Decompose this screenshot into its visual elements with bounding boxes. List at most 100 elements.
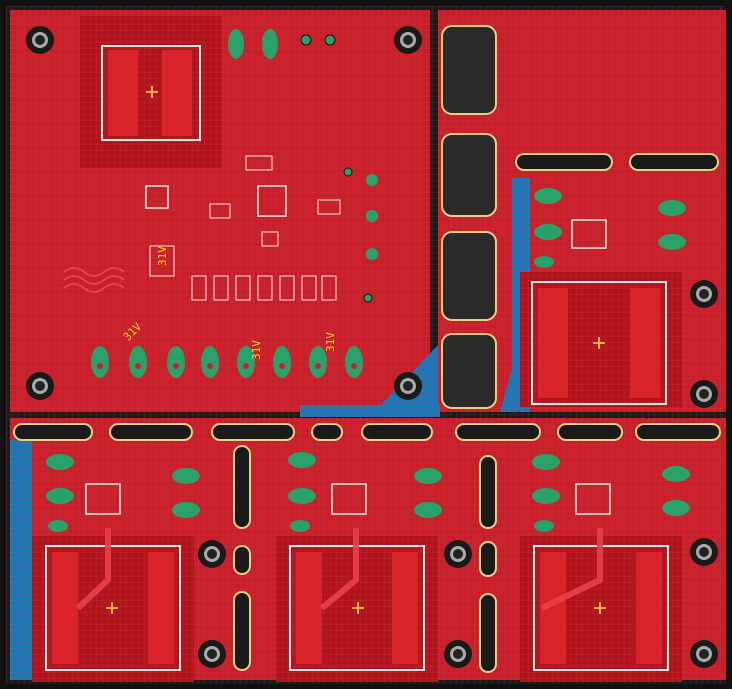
- connector-pad[interactable]: [414, 468, 442, 484]
- mounting-hole[interactable]: [198, 640, 226, 668]
- pad-hole: [315, 363, 321, 369]
- mounting-hole[interactable]: [690, 538, 718, 566]
- connector-pad[interactable]: [46, 454, 74, 470]
- small-via[interactable]: [324, 34, 336, 46]
- slot-pad[interactable]: [515, 153, 613, 171]
- ic-footprint: [571, 219, 607, 249]
- connector-pad[interactable]: [534, 520, 554, 532]
- connector-pad[interactable]: [532, 488, 560, 504]
- slot-pad[interactable]: [557, 423, 623, 441]
- slot-pad-vertical[interactable]: [233, 591, 251, 671]
- header-pad[interactable]: [129, 346, 147, 378]
- header-pad[interactable]: [201, 346, 219, 378]
- via-pad[interactable]: [366, 174, 378, 186]
- power-pad-1[interactable]: [441, 25, 497, 115]
- mounting-hole[interactable]: [690, 280, 718, 308]
- slot-pad[interactable]: [109, 423, 193, 441]
- smd-part: [245, 155, 273, 171]
- pad-hole: [97, 363, 103, 369]
- pad-hole: [243, 363, 249, 369]
- mounting-hole[interactable]: [26, 26, 54, 54]
- power-pad-2[interactable]: [441, 133, 497, 217]
- logo-wave: [63, 283, 125, 293]
- smd-part: [279, 275, 295, 301]
- connector-pad[interactable]: [658, 200, 686, 216]
- slot-pad[interactable]: [13, 423, 93, 441]
- connector-pad[interactable]: [532, 454, 560, 470]
- pad-hole: [351, 363, 357, 369]
- inductor-pad: [538, 288, 568, 398]
- center-mark: [106, 602, 118, 614]
- slot-pad[interactable]: [629, 153, 719, 171]
- connector-pad[interactable]: [172, 468, 200, 484]
- inductor-pad: [630, 288, 660, 398]
- smd-part: [149, 245, 175, 277]
- header-pad[interactable]: [345, 346, 363, 378]
- mounting-hole[interactable]: [444, 540, 472, 568]
- connector-pad[interactable]: [534, 256, 554, 268]
- header-pad[interactable]: [237, 346, 255, 378]
- smd-part: [235, 275, 251, 301]
- slot-pad[interactable]: [211, 423, 295, 441]
- header-pad[interactable]: [309, 346, 327, 378]
- mounting-hole[interactable]: [394, 372, 422, 400]
- connector-pad[interactable]: [534, 188, 562, 204]
- connector-pad[interactable]: [172, 502, 200, 518]
- slot-pad-vertical[interactable]: [233, 445, 251, 529]
- power-pad-3[interactable]: [441, 231, 497, 321]
- ic-footprint: [145, 185, 169, 209]
- connector-pad[interactable]: [658, 234, 686, 250]
- pad-hole: [207, 363, 213, 369]
- slot-pad[interactable]: [311, 423, 343, 441]
- connector-pad[interactable]: [662, 500, 690, 516]
- trace: [540, 528, 603, 611]
- inductor-pad: [162, 50, 192, 136]
- ic-footprint: [575, 483, 611, 515]
- slot-pad-vertical[interactable]: [233, 545, 251, 575]
- mounting-hole[interactable]: [394, 26, 422, 54]
- center-mark: [146, 86, 158, 98]
- inductor-outline-right: [531, 281, 667, 405]
- header-pad[interactable]: [273, 346, 291, 378]
- mounting-hole[interactable]: [690, 640, 718, 668]
- header-pad[interactable]: [167, 346, 185, 378]
- via-pad[interactable]: [366, 248, 378, 260]
- connector-pad[interactable]: [414, 502, 442, 518]
- logo-wave: [63, 275, 125, 285]
- mounting-hole[interactable]: [198, 540, 226, 568]
- inductor-outline-top: [101, 45, 201, 141]
- smd-part: [301, 275, 317, 301]
- connector-pad[interactable]: [290, 520, 310, 532]
- slot-pad[interactable]: [361, 423, 433, 441]
- pad-hole: [173, 363, 179, 369]
- header-pad[interactable]: [91, 346, 109, 378]
- header-pad[interactable]: [228, 29, 244, 59]
- center-mark: [594, 602, 606, 614]
- slot-pad-vertical[interactable]: [479, 455, 497, 529]
- connector-pad[interactable]: [288, 488, 316, 504]
- slot-pad[interactable]: [635, 423, 721, 441]
- small-via[interactable]: [343, 167, 353, 177]
- inductor-pad: [148, 552, 174, 664]
- small-via[interactable]: [300, 34, 312, 46]
- slot-pad-vertical[interactable]: [479, 541, 497, 577]
- connector-pad[interactable]: [534, 224, 562, 240]
- pad-hole: [279, 363, 285, 369]
- connector-pad[interactable]: [48, 520, 68, 532]
- trace: [75, 528, 111, 611]
- power-pad-4[interactable]: [441, 333, 497, 409]
- connector-pad[interactable]: [288, 452, 316, 468]
- slot-pad-vertical[interactable]: [479, 593, 497, 673]
- header-pad[interactable]: [262, 29, 278, 59]
- slot-pad[interactable]: [455, 423, 541, 441]
- smd-part: [213, 275, 229, 301]
- mounting-hole[interactable]: [26, 372, 54, 400]
- mounting-hole[interactable]: [690, 380, 718, 408]
- mounting-hole[interactable]: [444, 640, 472, 668]
- connector-pad[interactable]: [662, 466, 690, 482]
- center-mark: [593, 337, 605, 349]
- connector-pad[interactable]: [46, 488, 74, 504]
- via-pad[interactable]: [366, 210, 378, 222]
- small-via[interactable]: [363, 293, 373, 303]
